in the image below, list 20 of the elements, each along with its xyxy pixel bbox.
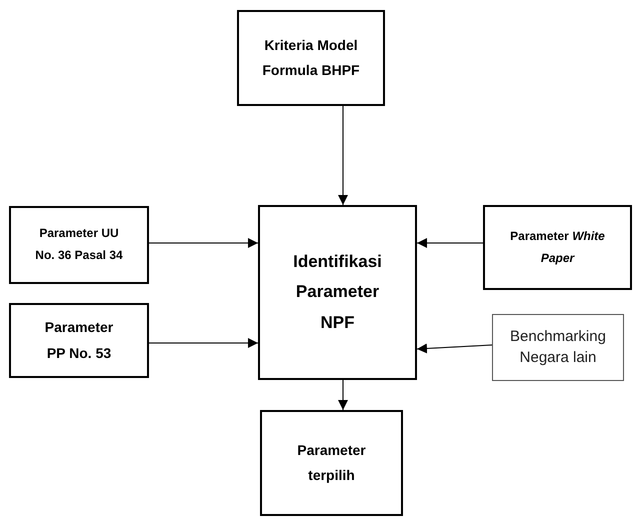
box-label: Parameter PP No. 53	[44, 318, 114, 362]
box-label: Parameter White Paper	[509, 228, 606, 266]
process-box	[237, 10, 385, 106]
box-label: Kriteria Model Formula BHPF	[261, 36, 361, 80]
arrow	[338, 106, 348, 206]
process-box	[9, 303, 149, 378]
process-box	[492, 314, 624, 381]
arrow	[416, 343, 492, 354]
process-box	[9, 206, 149, 284]
arrow	[148, 238, 258, 248]
box-label: Identifikasi Parameter NPF	[292, 250, 383, 334]
arrow	[338, 380, 348, 410]
process-box	[260, 410, 403, 516]
box-label: Parameter UU No. 36 Pasal 34	[34, 225, 124, 264]
arrow	[148, 338, 258, 348]
arrow	[416, 238, 484, 248]
box-label: Benchmarking Negara lain	[509, 327, 607, 368]
box-label: Parameter terpilih	[296, 440, 367, 485]
process-box	[258, 205, 417, 380]
process-box	[483, 205, 632, 290]
